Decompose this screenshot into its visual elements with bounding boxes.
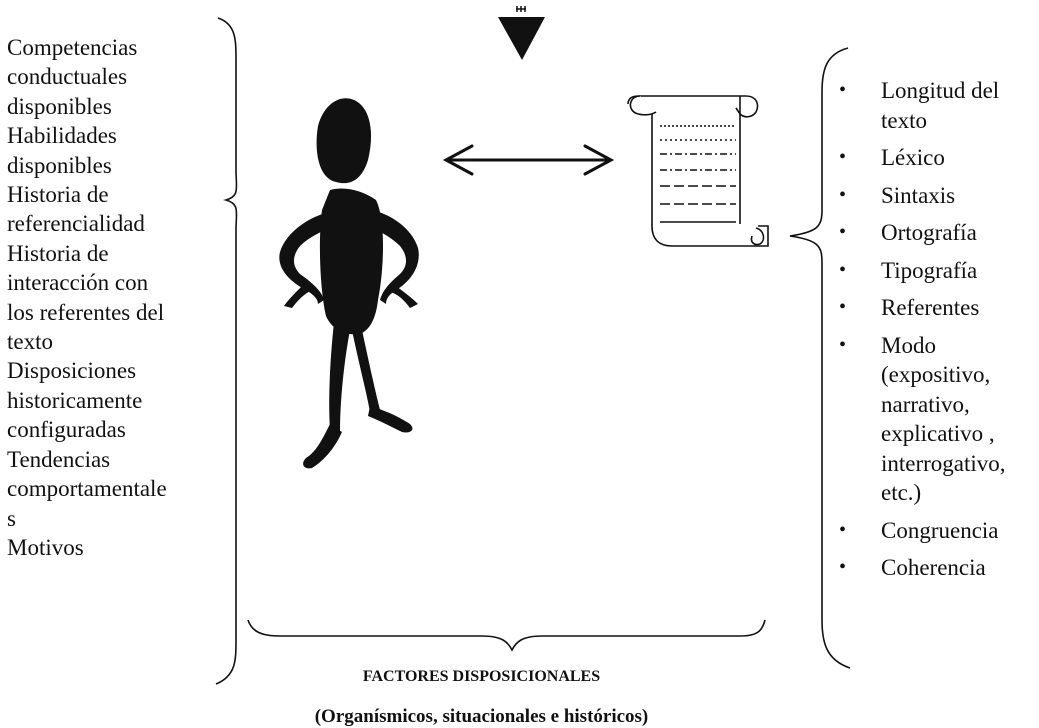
text-factor-line: Referentes	[881, 295, 980, 320]
text-factors-list: Longitud del texto Léxico Sintaxis Ortog…	[839, 76, 1039, 591]
left-factor-line: texto	[7, 329, 53, 355]
text-factor-line: etc.)	[881, 480, 922, 505]
left-factor-line: los referentes del	[7, 299, 165, 325]
text-factor-item: Léxico	[839, 143, 1039, 173]
text-factor-item: Sintaxis	[839, 181, 1039, 211]
text-factor-item: Modo (expositivo, narrativo, explicativo…	[839, 331, 1039, 508]
text-factor-item: Referentes	[839, 293, 1039, 323]
text-factor-item: Congruencia	[839, 516, 1039, 546]
text-factor-line: Tipografía	[881, 257, 978, 283]
left-factor-line: disponibles	[7, 93, 112, 119]
left-factor-line: interacción con	[7, 270, 149, 296]
left-factor-line: Motivos	[7, 534, 84, 560]
text-factor-line: (expositivo,	[881, 362, 991, 387]
left-factor-line: historicamente	[7, 387, 143, 413]
text-factor-line: explicativo ,	[881, 421, 995, 446]
scroll-document-icon	[627, 95, 769, 247]
text-factor-line: texto	[881, 107, 927, 133]
left-factor-line: conductuales	[7, 64, 128, 90]
left-factor-line: s	[7, 505, 16, 531]
left-factor-line: Disposiciones	[7, 358, 137, 384]
text-factor-line: Ortografía	[881, 220, 977, 245]
text-factor-line: Congruencia	[881, 517, 999, 543]
text-factor-line: Longitud del	[881, 78, 1000, 103]
text-factor-line: Léxico	[881, 145, 945, 170]
left-factor-line: referencialidad	[7, 211, 145, 237]
right-brace	[789, 47, 851, 669]
left-factor-line: comportamentale	[7, 476, 167, 502]
left-factors-list: Competencias conductuales disponibles Ha…	[7, 33, 212, 562]
caption-title: FACTORES DISPOSICIONALES	[362, 668, 601, 685]
down-arrow-icon	[498, 17, 545, 60]
double-arrow-icon	[442, 144, 615, 176]
text-factor-item: Tipografía	[839, 256, 1039, 286]
left-factor-line: disponibles	[7, 152, 112, 178]
text-factor-line: interrogativo,	[881, 450, 1006, 476]
left-factor-line: configuradas	[7, 417, 126, 443]
small-mark-icon	[516, 6, 526, 12]
left-factor-line: Competencias	[7, 35, 138, 60]
left-factor-line: Tendencias	[7, 446, 111, 472]
left-factor-line: Historia de	[7, 240, 109, 266]
text-factor-item: Ortografía	[839, 218, 1039, 248]
text-factor-line: Modo	[881, 332, 936, 358]
person-icon	[279, 98, 419, 469]
text-factor-item: Coherencia	[839, 553, 1039, 583]
caption-subtitle: (Organísmicos, situacionales e histórico…	[314, 706, 649, 727]
text-factor-line: Sintaxis	[881, 182, 956, 208]
left-brace	[215, 17, 238, 685]
left-factor-line: Historia de	[7, 182, 109, 208]
left-factor-line: Habilidades	[7, 123, 117, 149]
text-factor-item: Longitud del texto	[839, 76, 1039, 135]
bottom-brace	[247, 619, 766, 652]
text-factor-line: narrativo,	[881, 391, 970, 417]
text-factor-line: Coherencia	[881, 555, 986, 580]
